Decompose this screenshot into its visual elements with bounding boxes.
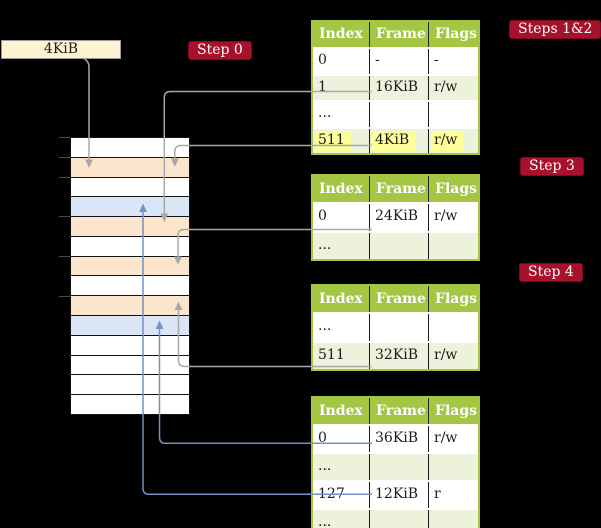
cell-index: 0 [318,430,327,446]
cell-frame: 24KiB [369,204,428,231]
badge-step-4: Step 4 [519,263,583,282]
memory-row-free [71,276,189,297]
page-table-step-4-upper: Index Frame Flags ... 511 32KiB r/w [311,284,480,371]
cell-index: ... [318,514,332,528]
cell-frame [369,232,428,259]
memory-row-page-table [71,217,189,237]
cell-frame [369,510,428,528]
page-table-base-box: 4KiB [1,40,121,59]
page-table-step-4-lower: Index Frame Flags 0 36KiB r/w ... 127 12… [311,396,480,528]
memory-column [70,137,190,415]
cell-index: ... [318,105,332,121]
cell-frame: 16KiB [369,75,428,100]
highlighted-value: 4KiB [372,130,416,151]
cell-index: 127 [318,486,345,502]
table-row: ... [313,452,478,480]
cell-index: 1 [318,78,327,95]
table-row: 0 - - [313,49,478,74]
table-row: ... [313,230,478,259]
cell-flags [428,510,478,528]
highlighted-value: 511 [315,130,351,151]
cell-frame [369,314,428,341]
memory-row-page-table [71,157,189,178]
column-header-frame: Frame [369,398,428,424]
table-header-row: Index Frame Flags [313,398,478,426]
cell-flags [428,314,478,341]
table-row: 1 16KiB r/w [313,73,478,100]
cell-frame: 4KiB [369,128,428,153]
cell-flags [428,232,478,259]
column-header-flags: Flags [428,286,478,312]
column-header-flags: Flags [428,398,478,424]
column-header-index: Index [319,403,363,419]
table-row: ... [313,100,478,127]
memory-row-free [71,177,189,198]
memory-row-data-page [71,197,189,218]
memory-tick [59,137,70,138]
cell-flags: r/w [428,342,478,369]
memory-tick [59,256,70,257]
page-table-steps-1-2: Index Frame Flags 0 - - 1 16KiB r/w ... … [311,20,480,155]
highlighted-value: r/w [431,130,464,151]
cell-flags: r/w [428,426,478,452]
cell-index: 0 [318,52,327,68]
table-row-highlighted: 511 4KiB r/w [313,126,478,154]
memory-row-free [71,375,189,396]
table-row: ... [313,508,478,528]
cell-frame [369,102,428,127]
column-header-frame: Frame [369,286,428,312]
cell-frame: - [369,49,428,74]
memory-row-free [71,355,189,376]
table-row: 511 32KiB r/w [313,340,478,369]
cell-index: 0 [318,208,327,224]
cell-flags [428,102,478,127]
cell-index: ... [318,236,332,253]
column-header-index: Index [319,291,363,307]
table-header-row: Index Frame Flags [313,286,478,314]
cell-flags [428,454,478,480]
cell-flags: r/w [428,128,478,153]
cell-flags: r [428,482,478,508]
table-header-row: Index Frame Flags [313,176,478,204]
memory-row-page-table [71,296,189,317]
table-row: 127 12KiB r [313,480,478,508]
column-header-frame: Frame [369,176,428,202]
table-row: 0 36KiB r/w [313,426,478,452]
table-row: ... [313,314,478,341]
memory-row-free [71,138,189,158]
column-header-index: Index [319,26,363,42]
cell-frame: 12KiB [369,482,428,508]
badge-steps-1-2: Steps 1&2 [509,20,601,39]
column-header-flags: Flags [428,22,478,47]
badge-step-0: Step 0 [188,41,252,60]
table-row: 0 24KiB r/w [313,204,478,231]
cell-frame [369,454,428,480]
cell-index: 511 [313,129,369,154]
memory-tick [59,296,70,297]
memory-tick [59,177,70,178]
cell-flags: r/w [428,75,478,100]
cell-frame: 32KiB [369,342,428,369]
table-header-row: Index Frame Flags [313,22,478,49]
cell-flags: r/w [428,204,478,231]
memory-tick [59,157,70,158]
column-header-frame: Frame [369,22,428,47]
cell-index: ... [318,458,332,474]
memory-tick [59,216,70,217]
column-header-index: Index [319,181,363,197]
cell-frame: 36KiB [369,426,428,452]
memory-row-free [71,335,189,356]
badge-step-3: Step 3 [520,157,584,176]
cell-index: 511 [318,346,345,363]
column-header-flags: Flags [428,176,478,202]
memory-row-data-page [71,316,189,336]
memory-row-page-table [71,256,189,277]
cell-index: ... [318,318,332,334]
cell-flags: - [428,49,478,74]
memory-row-free [71,236,189,257]
memory-row-free [71,395,189,414]
page-table-step-3: Index Frame Flags 0 24KiB r/w ... [311,174,480,261]
